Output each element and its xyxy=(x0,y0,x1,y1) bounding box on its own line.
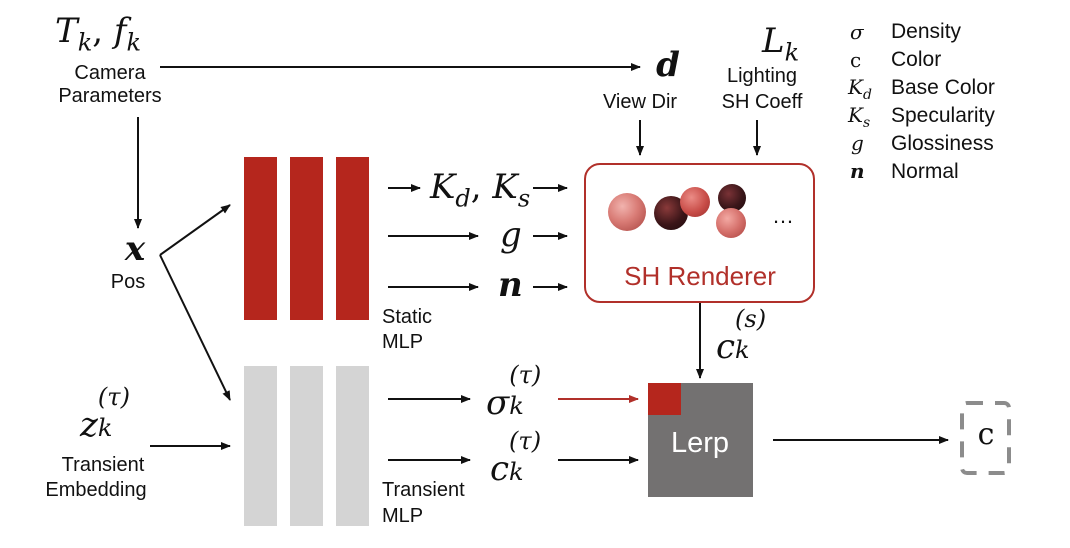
legend-label: Color xyxy=(891,48,942,71)
static-mlp-layer-1 xyxy=(244,157,277,320)
normal-symbol: n xyxy=(498,265,523,305)
legend-label: Normal xyxy=(891,160,959,183)
ellipsis-text: … xyxy=(772,203,794,228)
lerp-density-marker xyxy=(648,383,681,415)
viewdir-label: View Dir xyxy=(602,91,678,113)
glossiness-symbol: g xyxy=(500,215,522,255)
legend-label: Base Color xyxy=(891,76,995,99)
viewdir-symbol: d xyxy=(656,45,680,85)
sphere-icon xyxy=(608,193,646,231)
static-mlp-layer-2 xyxy=(290,157,323,320)
sh-renderer-box xyxy=(584,163,815,303)
transient-mlp-layer-2 xyxy=(290,366,323,526)
sphere-icon xyxy=(718,184,746,212)
transient-mlp-layer-1 xyxy=(244,366,277,526)
lighting-symbol: Lk xyxy=(762,21,800,67)
sphere-icon xyxy=(716,208,746,238)
kd-ks-symbol: Kd, Ks xyxy=(430,167,531,213)
embedding-label-line2: Embedding xyxy=(45,479,147,501)
arrow-pos-to-transient xyxy=(159,254,231,401)
camera-symbol: Tk, fk xyxy=(55,11,141,57)
transient-mlp-label-line2: MLP xyxy=(382,505,424,527)
lighting-label-line2: SH Coeff xyxy=(721,91,803,113)
legend-symbol: c xyxy=(850,48,862,72)
density-symbol: σ(τ)k xyxy=(486,361,542,423)
legend-label: Density xyxy=(891,20,962,43)
static-mlp-label-line1: Static xyxy=(382,306,433,328)
camera-label-line1: Camera xyxy=(74,62,146,84)
static-mlp-label-line2: MLP xyxy=(382,331,424,353)
lighting-label-line1: Lighting xyxy=(726,65,798,87)
transient-mlp-label-line1: Transient xyxy=(382,479,465,501)
legend-symbol: Kd xyxy=(848,75,872,103)
camera-label-line2: Parameters xyxy=(58,85,162,107)
lerp-label: Lerp xyxy=(670,427,730,459)
legend-symbol: n xyxy=(850,159,865,183)
sphere-icon xyxy=(680,187,710,217)
static-color-symbol: c(s)k xyxy=(716,305,767,367)
static-mlp-layer-3 xyxy=(336,157,369,320)
legend-symbol: Ks xyxy=(848,103,871,131)
sh-renderer-label: SH Renderer xyxy=(624,261,776,291)
embedding-symbol: z(τ)k xyxy=(80,383,130,445)
legend-symbol: g xyxy=(851,131,864,155)
transient-color-symbol: c(τ)k xyxy=(490,427,542,489)
arrow-pos-to-static xyxy=(159,204,231,256)
embedding-label-line1: Transient xyxy=(61,454,145,476)
legend-label: Glossiness xyxy=(891,132,994,155)
legend-label: Specularity xyxy=(891,104,995,127)
output-symbol: c xyxy=(977,417,995,452)
transient-mlp-layer-3 xyxy=(336,366,369,526)
pos-symbol: x xyxy=(124,229,146,269)
legend-symbol: σ xyxy=(850,20,864,44)
pos-label: Pos xyxy=(110,271,146,293)
